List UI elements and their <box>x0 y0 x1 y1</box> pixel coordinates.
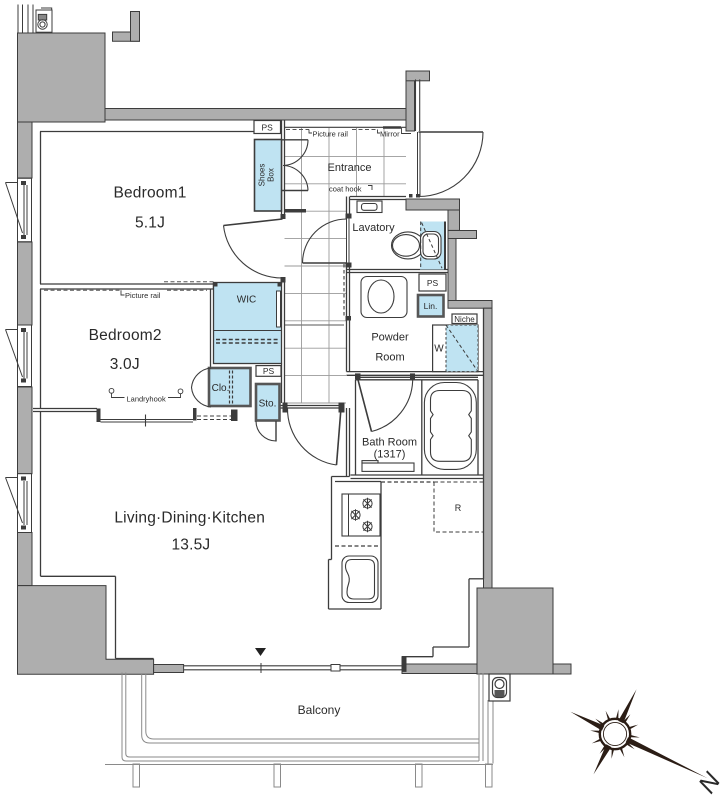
svg-text:Clo.: Clo. <box>212 383 230 394</box>
svg-text:Niche: Niche <box>454 315 475 324</box>
svg-text:Lavatory: Lavatory <box>352 222 395 234</box>
svg-text:(1317): (1317) <box>374 449 406 461</box>
svg-text:PS: PS <box>263 366 275 376</box>
svg-text:R: R <box>455 503 462 513</box>
svg-text:WIC: WIC <box>237 295 256 306</box>
svg-text:Picture rail: Picture rail <box>125 291 161 300</box>
svg-text:coat hook: coat hook <box>329 185 362 194</box>
svg-text:Bedroom1: Bedroom1 <box>113 185 186 202</box>
svg-text:PS: PS <box>262 123 274 133</box>
svg-text:Lin.: Lin. <box>424 301 438 311</box>
svg-text:Powder: Powder <box>371 332 409 344</box>
svg-text:Bath Room: Bath Room <box>362 437 417 449</box>
svg-text:Shoes: Shoes <box>258 164 267 187</box>
svg-text:Mirror: Mirror <box>380 130 400 139</box>
svg-text:Room: Room <box>375 352 404 364</box>
svg-text:PS: PS <box>427 278 439 288</box>
svg-text:Entrance: Entrance <box>327 162 371 174</box>
svg-text:Bedroom2: Bedroom2 <box>89 327 162 344</box>
svg-text:5.1J: 5.1J <box>135 215 165 232</box>
svg-text:Balcony: Balcony <box>298 703 341 717</box>
svg-text:Living·Dining·Kitchen: Living·Dining·Kitchen <box>114 510 265 527</box>
svg-text:Landryhook: Landryhook <box>127 395 166 404</box>
svg-text:Picture rail: Picture rail <box>313 130 349 139</box>
svg-text:W: W <box>434 344 444 355</box>
svg-text:13.5J: 13.5J <box>171 537 210 554</box>
svg-text:3.0J: 3.0J <box>110 356 140 373</box>
svg-text:Box: Box <box>267 168 276 182</box>
svg-text:Sto.: Sto. <box>259 399 277 410</box>
